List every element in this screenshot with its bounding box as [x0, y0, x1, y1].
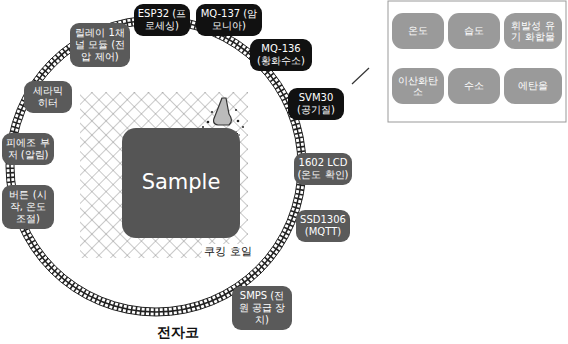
- node-text: 에탄올: [518, 80, 548, 91]
- node-text: SMPS (전원 공급 장치): [235, 290, 289, 326]
- component-box: SMPS (전원 공급 장치): [232, 286, 292, 330]
- node-text: 1602 LCD (온도 확인): [297, 157, 349, 181]
- node-text: SVM30 (공기질): [291, 92, 341, 116]
- node-text: 수소: [464, 80, 484, 91]
- component-box: 온도: [392, 13, 444, 49]
- node-text: 휘발성 유기 화합물: [507, 20, 559, 43]
- component-box: 버튼 (시작, 온도 조절): [2, 185, 54, 229]
- node-text: 온도: [408, 25, 428, 36]
- node-text: 이산화탄소: [395, 75, 441, 98]
- component-box: 에탄올: [504, 68, 562, 104]
- component-box: 세라믹 히터: [24, 81, 72, 113]
- component-box: SSD1306 (MQTT): [296, 210, 350, 242]
- node-text: SSD1306 (MQTT): [299, 214, 347, 238]
- component-box: 릴레이 1채널 모듈 (전압 제어): [70, 23, 130, 67]
- node-text: ESP32 (프로세싱): [137, 8, 187, 32]
- leader-line: [352, 68, 369, 84]
- component-box: 수소: [448, 68, 500, 104]
- text-label: 쿠킹 호일: [202, 244, 254, 259]
- text-label: 전자코: [157, 324, 199, 342]
- component-box: 1602 LCD (온도 확인): [294, 153, 352, 185]
- component-box: 이산화탄소: [392, 68, 444, 104]
- node-text: 세라믹 히터: [27, 85, 69, 109]
- sample-box: Sample: [122, 128, 240, 238]
- gas-panel: [388, 1, 566, 122]
- node-text: MQ-137 (암모니아): [199, 8, 259, 32]
- component-box: SVM30 (공기질): [288, 88, 344, 120]
- component-box: ESP32 (프로세싱): [134, 4, 190, 36]
- component-box: 휘발성 유기 화합물: [504, 13, 562, 49]
- node-text: 피에조 부저 (알림): [5, 137, 51, 161]
- component-box: 피에조 부저 (알림): [2, 133, 54, 165]
- node-text: Sample: [142, 170, 221, 195]
- component-box: MQ-137 (암모니아): [196, 4, 262, 36]
- foil-mesh: [80, 92, 248, 258]
- node-text: MQ-136 (황화수소): [253, 43, 309, 67]
- component-box: 습도: [448, 13, 500, 49]
- node-text: 릴레이 1채널 모듈 (전압 제어): [73, 27, 127, 63]
- node-text: 버튼 (시작, 온도 조절): [5, 189, 51, 225]
- node-text: 습도: [464, 25, 484, 36]
- component-box: MQ-136 (황화수소): [250, 39, 312, 71]
